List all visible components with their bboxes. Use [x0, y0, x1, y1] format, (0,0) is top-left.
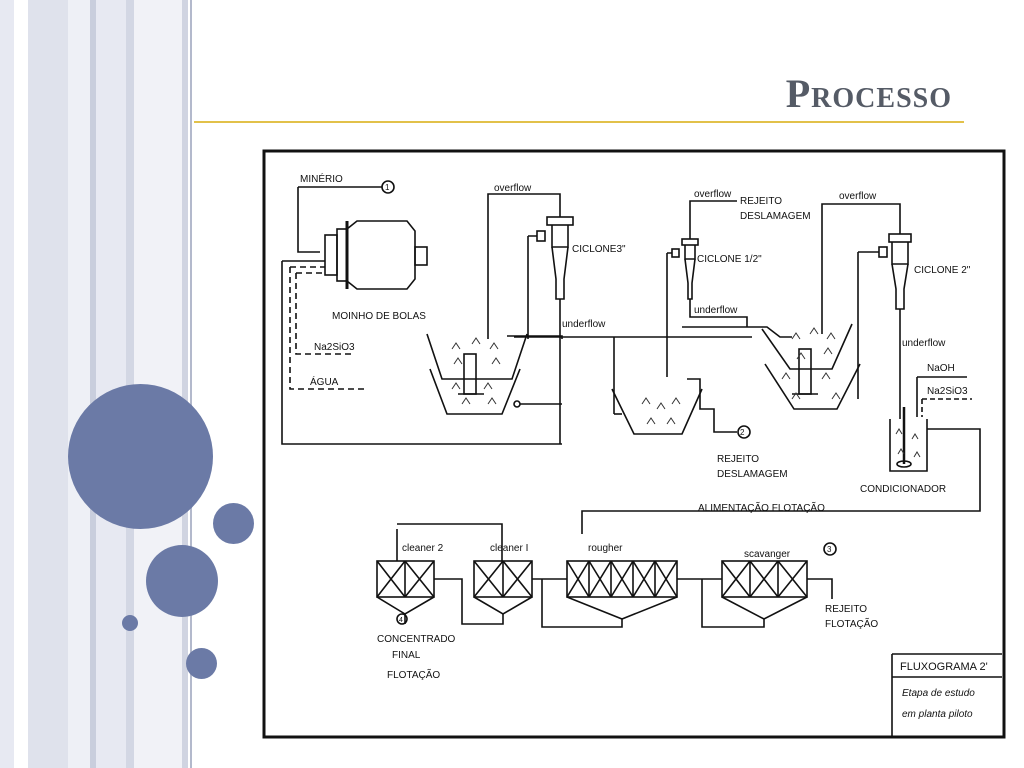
label-deslamagem-top: DESLAMAGEM: [740, 211, 811, 222]
label-cleaner-2: cleaner 2: [402, 543, 444, 554]
label-rejeito-mid: REJEITO: [717, 454, 759, 465]
label-rejeito-flotacao-2: FLOTAÇÃO: [825, 617, 878, 630]
marker-3: 3: [827, 545, 832, 554]
label-minerio: MINÉRIO: [300, 172, 343, 185]
decorative-circle-small-2: [186, 648, 217, 679]
slide-title: Processo: [785, 71, 952, 116]
label-ciclone-2: CICLONE 2": [914, 265, 971, 276]
label-ciclone-3: CICLONE3": [572, 244, 626, 255]
decorative-circle-small: [213, 503, 254, 544]
label-deslamagem-mid: DESLAMAGEM: [717, 469, 788, 480]
label-overflow-3: overflow: [839, 191, 877, 202]
label-ciclone-half: CICLONE 1/2": [697, 254, 762, 265]
label-rejeito-top: REJEITO: [740, 196, 782, 207]
label-condicionador: CONDICIONADOR: [860, 484, 946, 495]
legend-line-1: Etapa de estudo: [902, 688, 975, 699]
label-agua: ÁGUA: [310, 375, 339, 388]
label-concentrado-1: CONCENTRADO: [377, 634, 456, 645]
label-overflow-1: overflow: [494, 183, 532, 194]
label-underflow-2: underflow: [694, 305, 738, 316]
flowchart-diagram: MINÉRIO 1 overflow CICLONE3" overflow RE…: [262, 149, 1006, 739]
label-na2sio3-left: Na2SiO3: [314, 342, 355, 353]
label-concentrado-2: FINAL: [392, 650, 421, 661]
legend-line-2: em planta piloto: [902, 709, 973, 720]
label-cleaner-1: cleaner I: [490, 543, 528, 554]
legend-title: FLUXOGRAMA 2': [900, 661, 988, 673]
label-moinho: MOINHO DE BOLAS: [332, 311, 426, 322]
title-underline: [194, 121, 964, 123]
label-naoh: NaOH: [927, 363, 955, 374]
decorative-circle-medium: [146, 545, 218, 617]
left-stripes: [0, 0, 200, 768]
marker-1: 1: [385, 183, 390, 192]
label-underflow-3: underflow: [902, 338, 946, 349]
label-scavanger: scavanger: [744, 549, 791, 560]
label-rougher: rougher: [588, 543, 623, 554]
label-alimentacao: ALIMENTAÇÃO FLOTAÇÃO: [698, 501, 825, 514]
marker-4: 4: [399, 617, 403, 624]
label-na2sio3-right: Na2SiO3: [927, 386, 968, 397]
label-overflow-2: overflow: [694, 189, 732, 200]
label-rejeito-flotacao-1: REJEITO: [825, 604, 867, 615]
decorative-circle-large: [68, 384, 213, 529]
decorative-circle-tiny: [122, 615, 138, 631]
marker-2: 2: [740, 428, 745, 437]
label-concentrado-3: FLOTAÇÃO: [387, 668, 440, 681]
label-underflow-1: underflow: [562, 319, 606, 330]
